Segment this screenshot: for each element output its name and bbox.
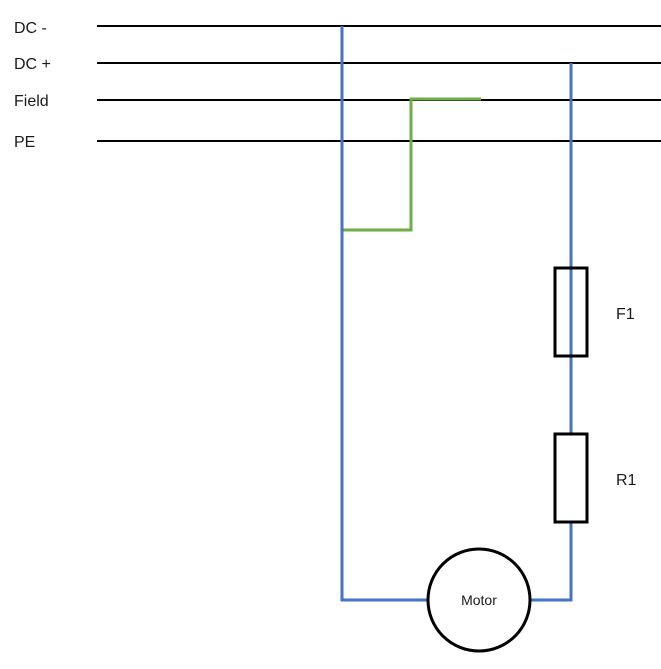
resistor-r1-label: R1 [616, 472, 637, 489]
motor-label: Motor [461, 592, 497, 608]
dc-plus-wire [530, 63, 573, 602]
bus-label-field: Field [14, 93, 49, 110]
bus-label-pe: PE [14, 134, 35, 151]
field-wire [342, 97, 481, 232]
resistor-r1-symbol [553, 432, 589, 524]
dc-minus-wire [340, 26, 428, 602]
bus-label-dc-minus: DC - [14, 20, 47, 37]
bus-lines [97, 25, 661, 142]
motor-symbol [426, 547, 532, 653]
bus-labels: DC - DC + Field PE [14, 20, 51, 151]
fuse-f1-symbol [553, 266, 589, 358]
bus-label-dc-plus: DC + [14, 56, 51, 73]
fuse-f1-label: F1 [616, 306, 635, 323]
